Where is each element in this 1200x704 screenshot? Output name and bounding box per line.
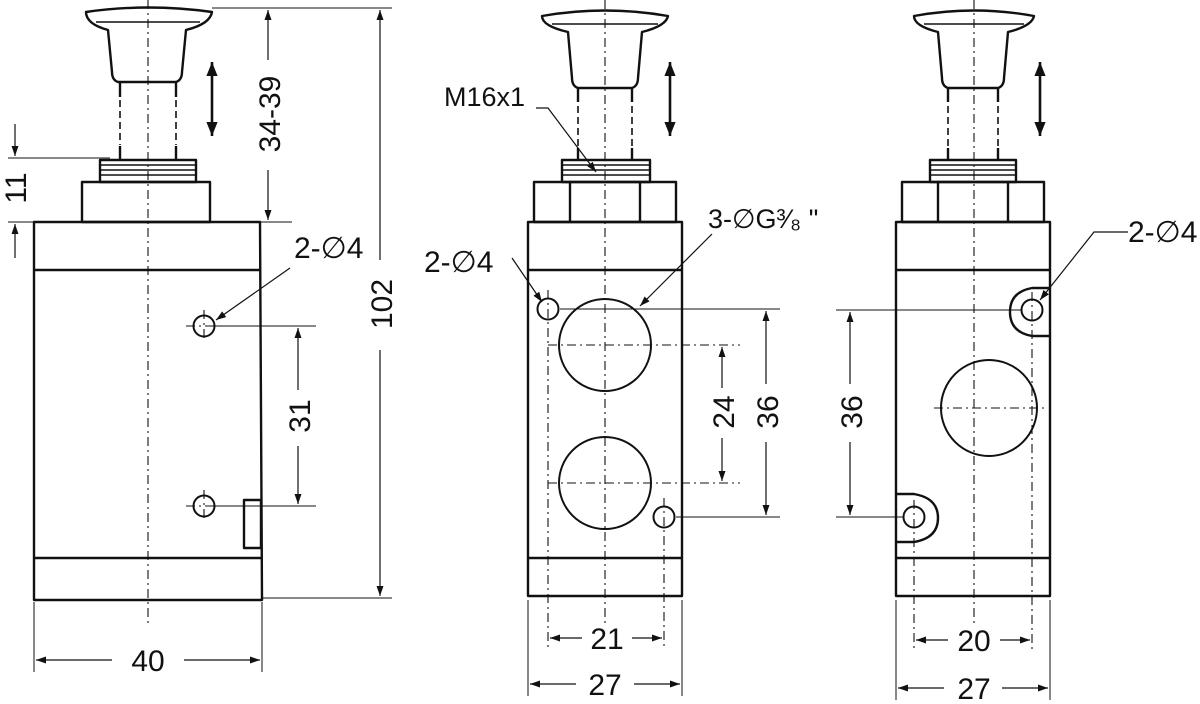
- callout-mount-holes-right: 2-∅4: [1128, 216, 1198, 249]
- dim-port-pitch: 24: [708, 395, 741, 428]
- side-view-ports-dimensions: 24 36 21 27 M16x1 2-∅4 3-∅G³⁄₈ ": [424, 62, 818, 702]
- side-view-ports: [526, 0, 740, 648]
- right-body: [894, 220, 1052, 598]
- dim-port-hole-span-right: 20: [957, 625, 990, 658]
- side-view-flanged: [894, 0, 1052, 650]
- right-hex-nut: [900, 180, 1046, 224]
- dim-side-hole-pitch: 31: [284, 399, 317, 432]
- dim-width-side-mid: 27: [588, 669, 621, 702]
- callout-ports: 3-∅G³⁄₈ ": [708, 204, 818, 234]
- callout-thread: M16x1: [444, 82, 525, 112]
- mid-threaded-collar: [560, 158, 652, 184]
- front-side-tab: [242, 498, 263, 550]
- right-button-cap: [912, 9, 1036, 90]
- front-view: [32, 0, 264, 626]
- right-mount-ear-lower: [896, 492, 940, 544]
- side-view-flanged-dimensions: 36 20 27 2-∅4: [836, 62, 1198, 704]
- front-body: [32, 220, 264, 602]
- callout-mount-holes-mid: 2-∅4: [424, 246, 494, 279]
- right-threaded-collar: [928, 158, 1018, 184]
- front-button-cap: [84, 6, 214, 84]
- front-view-dimensions: 102 34-39 11 31 40 2-∅4: [0, 7, 399, 678]
- front-stem: [118, 82, 178, 160]
- dim-width-side-right: 27: [957, 673, 990, 704]
- dim-stroke-range: 34-39: [254, 76, 287, 153]
- mid-button-cap: [540, 9, 670, 90]
- dim-mount-pitch-mid: 36: [752, 395, 785, 428]
- dim-width-front: 40: [131, 645, 164, 678]
- callout-mount-holes-left: 2-∅4: [294, 232, 364, 265]
- mid-body: [526, 220, 684, 598]
- right-mount-ear-upper: [1008, 286, 1050, 338]
- dim-collar-height: 11: [0, 172, 33, 203]
- dim-port-hole-span-mid: 21: [590, 623, 623, 656]
- dim-height-total: 102: [366, 279, 399, 329]
- dim-mount-pitch-right: 36: [836, 395, 869, 428]
- front-hex-nut: [80, 180, 212, 224]
